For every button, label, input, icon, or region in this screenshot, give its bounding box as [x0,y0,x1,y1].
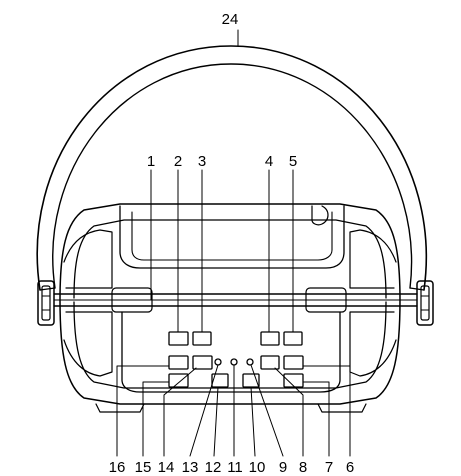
label-11: 11 [227,459,243,476]
carry-handle [36,45,428,291]
button-7 [283,373,304,388]
button-2 [168,331,189,346]
button-3 [192,331,212,346]
label-14: 14 [158,459,175,476]
button-5 [283,331,303,346]
label-2: 2 [174,153,182,170]
leader-lines [116,29,351,457]
body-bottom [59,299,401,413]
label-13: 13 [182,459,199,476]
label-5: 5 [289,153,297,170]
label-6: 6 [346,459,354,476]
indicator-11 [230,358,238,366]
callout-labels: 24 1 2 3 4 5 16 15 14 13 12 11 10 9 8 7 … [109,11,355,476]
button-4 [260,331,280,346]
label-12: 12 [205,459,222,476]
label-16: 16 [109,459,126,476]
label-24: 24 [222,11,239,28]
button-12 [211,373,229,388]
label-4: 4 [265,153,273,170]
button-14 [192,355,213,370]
label-15: 15 [135,459,152,476]
body-top [59,203,401,301]
label-8: 8 [299,459,307,476]
left-handle-hinge [37,280,55,326]
label-1: 1 [147,153,155,170]
label-3: 3 [198,153,206,170]
control-buttons [168,331,304,388]
indicator-9 [246,358,254,366]
button-6 [283,355,304,370]
handle-bar [53,287,418,313]
label-10: 10 [249,459,266,476]
button-15 [168,373,189,388]
right-handle-hinge [416,280,434,326]
button-8 [260,355,280,370]
button-16 [168,355,189,370]
indicator-13 [214,358,222,366]
label-7: 7 [325,459,333,476]
label-9: 9 [279,459,287,476]
